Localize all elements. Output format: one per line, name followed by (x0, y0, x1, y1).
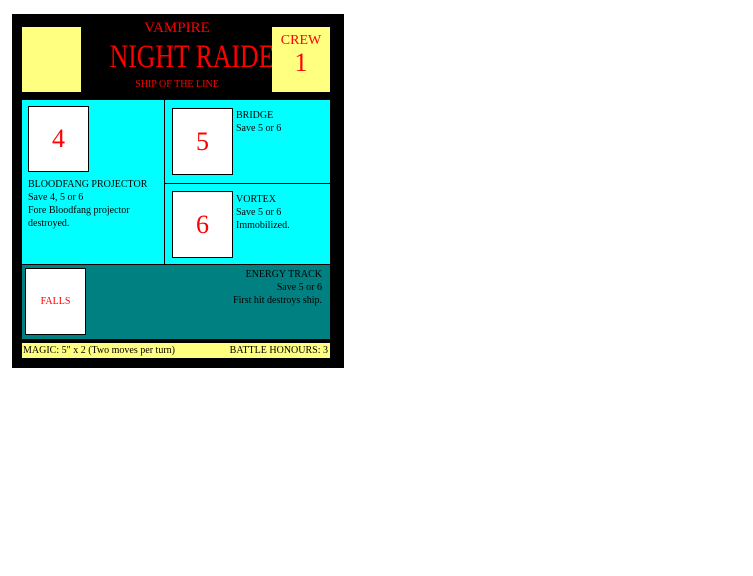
location-save: Save 5 or 6 (236, 123, 282, 134)
ship-name: NIGHT RAIDER (109, 39, 292, 75)
location-name: BRIDGE (236, 110, 274, 121)
location-5-box: 5 (172, 108, 233, 175)
location-6-box: 6 (172, 191, 233, 258)
location-effect: Immobilized. (236, 220, 290, 231)
location-4-text: BLOODFANG PROJECTOR Save 4, 5 or 6 Fore … (28, 178, 162, 230)
crew-value: 1 (294, 48, 308, 77)
energy-save: Save 5 or 6 (276, 282, 322, 293)
ship-image-box (22, 27, 81, 92)
energy-text: ENERGY TRACK Save 5 or 6 First hit destr… (233, 268, 322, 307)
ship-name-wrap: NIGHT RAIDER (84, 39, 292, 75)
ship-card: VAMPIRE NIGHT RAIDER SHIP OF THE LINE CR… (12, 14, 344, 368)
falls-box: FALLS (25, 268, 86, 335)
location-save: Save 4, 5 or 6 (28, 192, 84, 203)
ship-class: SHIP OF THE LINE (135, 79, 219, 90)
battle-honours: BATTLE HONOURS: 3 (229, 345, 328, 356)
location-4-box: 4 (28, 106, 89, 172)
magic-text: MAGIC: 5" x 2 (Two moves per turn) (23, 345, 175, 356)
damage-locations: 4 BLOODFANG PROJECTOR Save 4, 5 or 6 For… (22, 100, 330, 264)
energy-effect: First hit destroys ship. (233, 295, 322, 306)
location-name: BLOODFANG PROJECTOR (28, 179, 148, 190)
footer-bar: MAGIC: 5" x 2 (Two moves per turn) BATTL… (22, 343, 330, 358)
location-save: Save 5 or 6 (236, 207, 282, 218)
location-5-text: BRIDGE Save 5 or 6 (236, 109, 281, 135)
energy-name: ENERGY TRACK (245, 269, 322, 280)
divider (164, 183, 330, 184)
divider (164, 100, 165, 264)
location-name: VORTEX (236, 194, 276, 205)
faction-label: VAMPIRE (144, 20, 210, 36)
location-effect: Fore Bloodfang projector destroyed. (28, 205, 130, 229)
crew-label: CREW (280, 33, 322, 48)
crew-box: CREW 1 (272, 27, 330, 92)
location-6-text: VORTEX Save 5 or 6 Immobilized. (236, 193, 290, 232)
energy-track: FALLS ENERGY TRACK Save 5 or 6 First hit… (22, 265, 330, 339)
